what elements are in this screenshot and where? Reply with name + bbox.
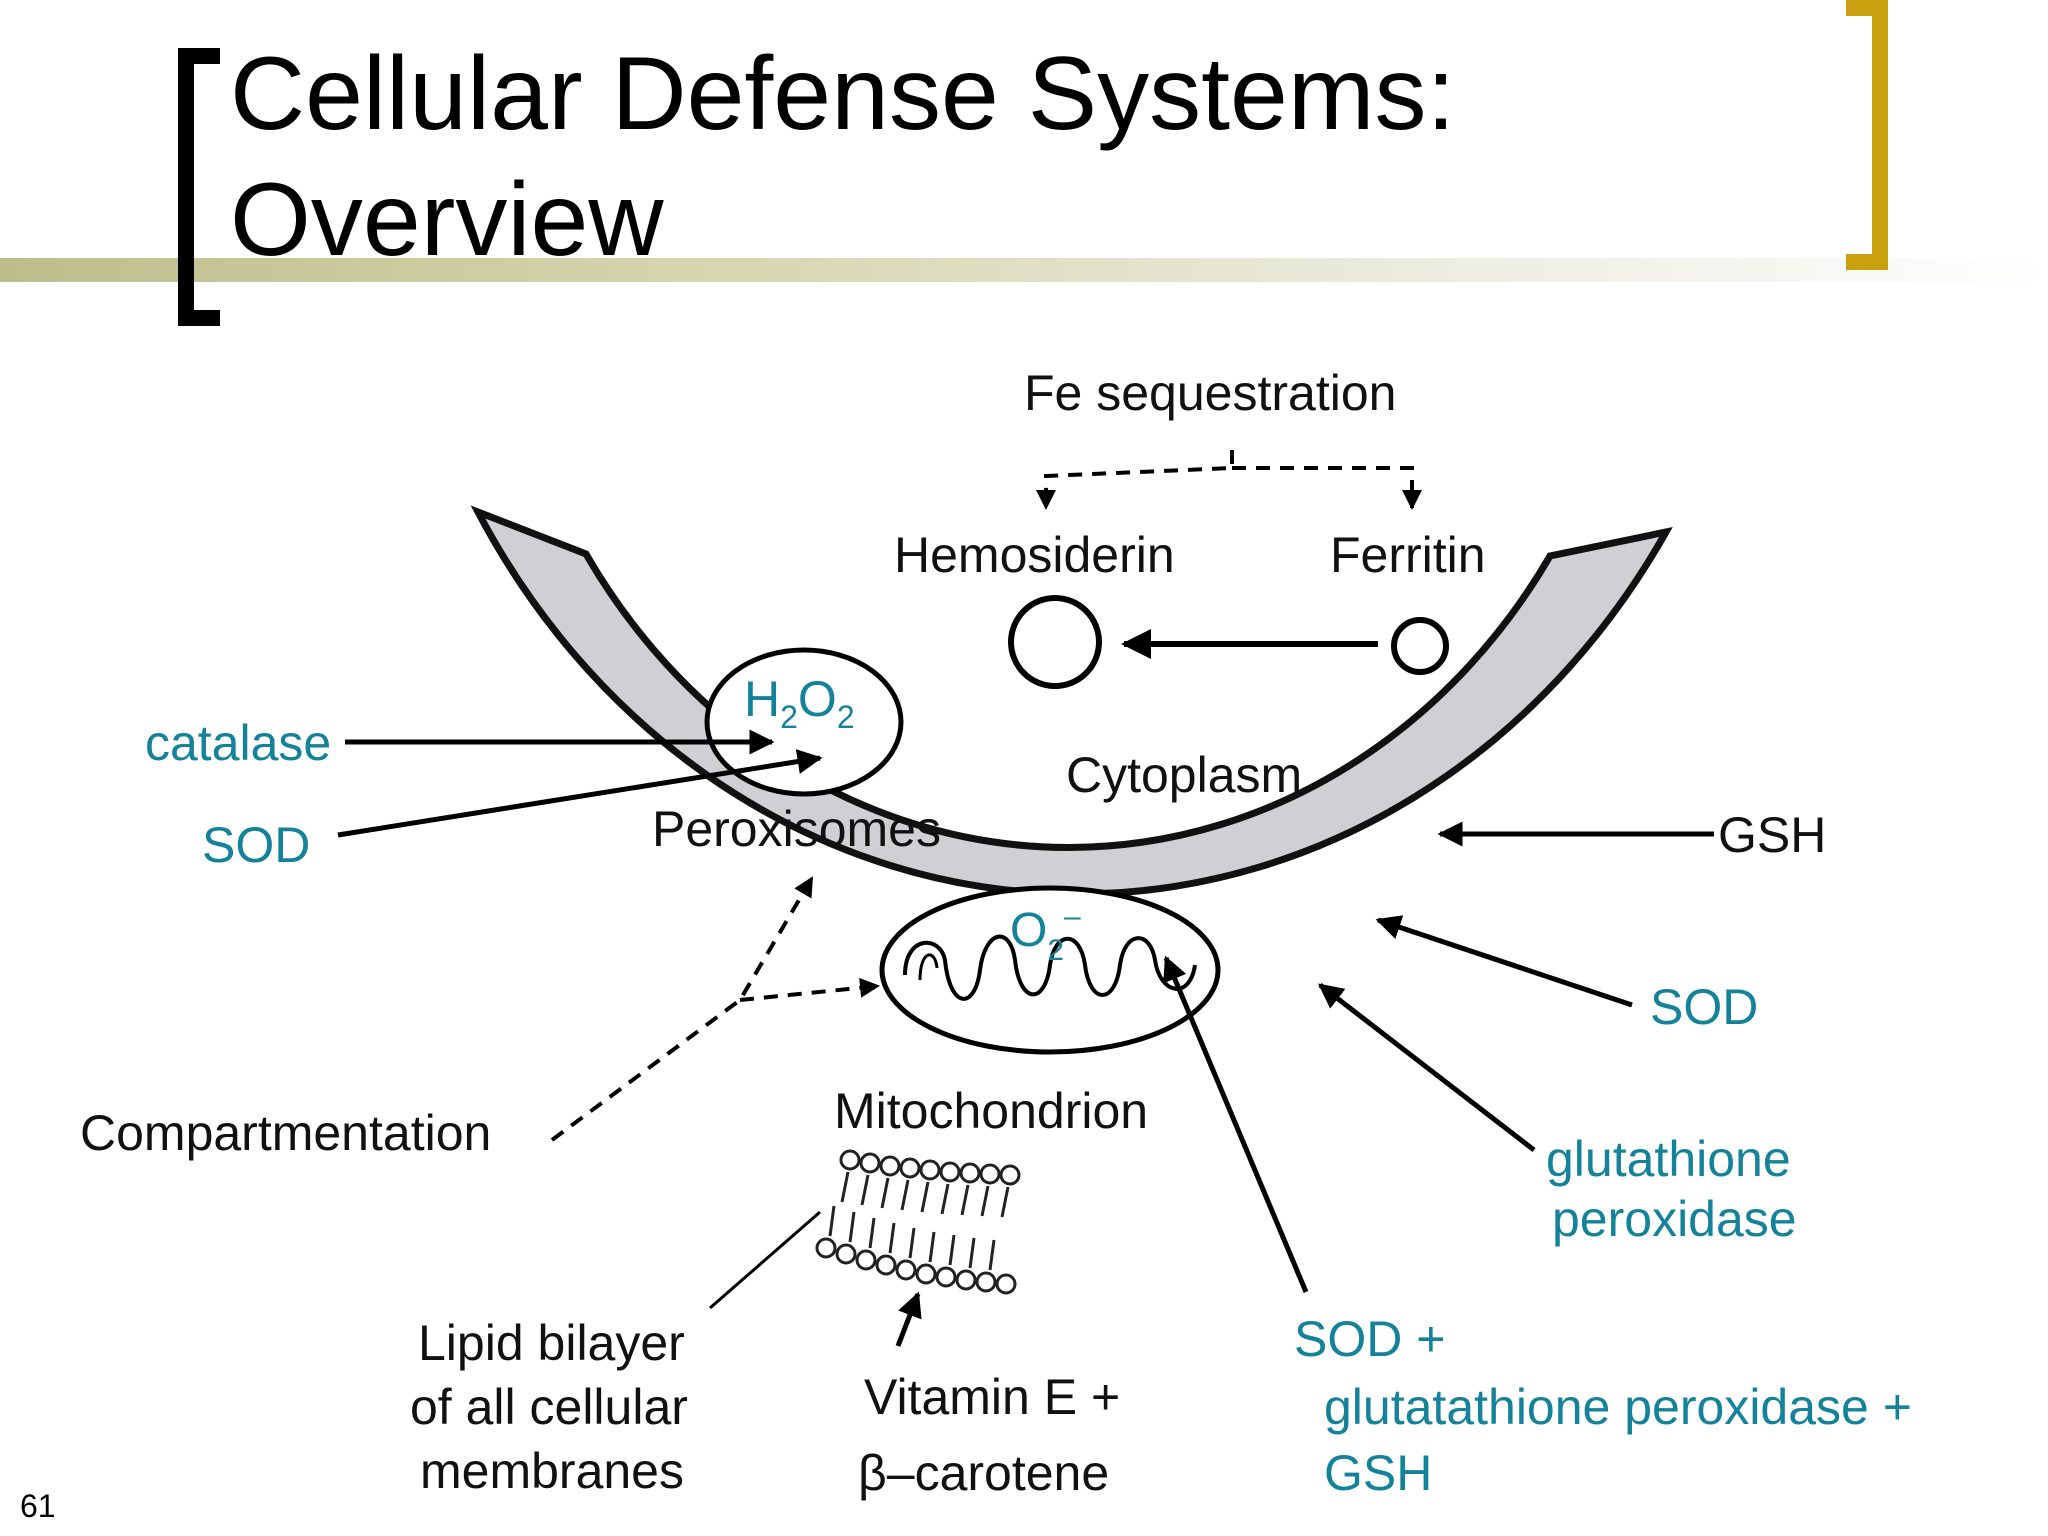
sod-combo-line-1: SOD + [1294, 1311, 1445, 1367]
gsh-right-label: GSH [1718, 807, 1826, 863]
hemosiderin-particle [1008, 595, 1102, 689]
lipid-bilayer-line-3: membranes [420, 1443, 684, 1499]
left-bracket-decoration [178, 48, 220, 326]
slide-title-line-2: Overview [230, 162, 664, 278]
page-number: 61 [20, 1488, 56, 1524]
ferritin-particle [1391, 617, 1449, 675]
vitamin-e-line-1: Vitamin E + [864, 1369, 1120, 1425]
title-underline-bar [0, 258, 2048, 282]
sod-right-label: SOD [1650, 979, 1758, 1035]
ferritin-label: Ferritin [1330, 527, 1486, 583]
fe-sequestration-branches [1036, 450, 1422, 510]
sod-combo-line-3: GSH [1324, 1445, 1432, 1501]
fe-sequestration-label: Fe sequestration [1024, 365, 1396, 421]
solid-arrows [337, 729, 1714, 1347]
catalase-label: catalase [145, 715, 331, 771]
mitochondrion [879, 885, 1221, 1055]
glutathione-peroxidase-line-2: peroxidase [1552, 1191, 1797, 1247]
o2-radical-label: O2– [1010, 900, 1081, 967]
lipid-bilayer-line-2: of all cellular [410, 1379, 688, 1435]
glutathione-peroxidase-line-1: glutathione [1546, 1131, 1791, 1187]
vitamin-e-line-2: β–carotene [858, 1445, 1109, 1501]
peroxisomes-label: Peroxisomes [652, 801, 941, 857]
peroxisome [704, 647, 904, 797]
compartmentation-arrows [550, 876, 880, 1142]
right-bracket-decoration [1846, 0, 1888, 270]
mitochondrion-label: Mitochondrion [834, 1083, 1148, 1139]
cell-membrane-ring [470, 505, 1673, 898]
sod-left-label: SOD [202, 817, 310, 873]
cytoplasm-label: Cytoplasm [1066, 747, 1302, 803]
lipid-bilayer-line-1: Lipid bilayer [418, 1315, 685, 1371]
lipid-bilayer-patch [815, 1149, 1021, 1295]
slide-title-line-1: Cellular Defense Systems: [230, 36, 1456, 152]
compartmentation-label: Compartmentation [80, 1105, 491, 1161]
hemosiderin-label: Hemosiderin [894, 527, 1175, 583]
h2o2-label: H2O2 [744, 671, 855, 735]
sod-combo-line-2: glutatathione peroxidase + [1324, 1379, 1912, 1435]
